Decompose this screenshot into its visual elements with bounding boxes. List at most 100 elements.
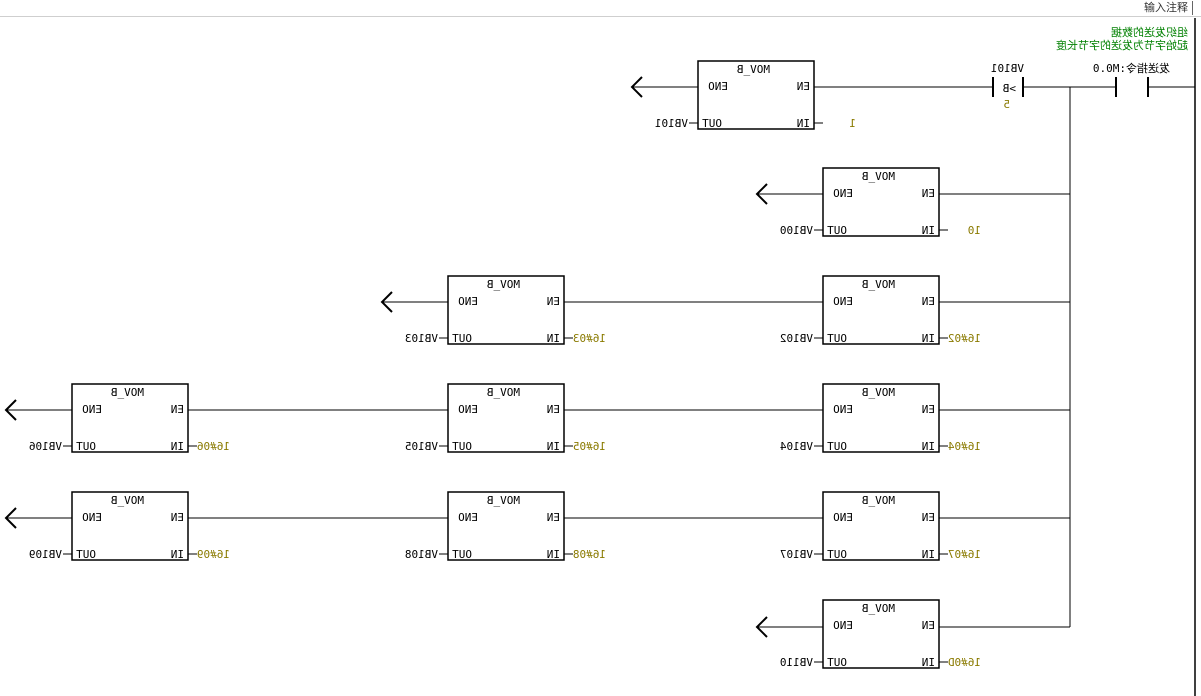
output-address: VB103: [405, 332, 438, 345]
block-box: [822, 599, 940, 669]
input-value: 16#06: [197, 440, 230, 453]
comment-input-field[interactable]: 输入注释: [1144, 1, 1193, 15]
block-box: [71, 383, 189, 453]
in-pin-label: IN: [547, 332, 560, 345]
block-type-label: MOV_B: [487, 278, 520, 291]
out-pin-label: OUT: [76, 548, 96, 561]
contact-label: 发送指令:M0.0: [1093, 61, 1170, 75]
block-box: [822, 167, 940, 237]
block-box: [447, 383, 565, 453]
eno-pin-label: ENO: [833, 403, 853, 416]
arrow-icon: [4, 399, 72, 421]
input-value: 16#09: [197, 548, 230, 561]
compare-right-operand: 5: [1003, 98, 1010, 111]
out-pin-label: OUT: [702, 117, 722, 130]
out-pin-label: OUT: [827, 332, 847, 345]
en-pin-label: EN: [171, 403, 184, 416]
block-box: [447, 275, 565, 345]
eno-pin-label: ENO: [708, 80, 728, 93]
arrow-head: [755, 616, 768, 638]
block-type-label: MOV_B: [862, 278, 895, 291]
block-type-label: MOV_B: [862, 386, 895, 399]
network-comment-line2: 起始字节为发送的字节长度: [1056, 38, 1188, 52]
input-value: 16#0D: [948, 656, 981, 669]
block-box: [447, 491, 565, 561]
compare-left-operand: VB101: [991, 62, 1024, 75]
in-pin-label: IN: [922, 548, 935, 561]
eno-pin-label: ENO: [82, 403, 102, 416]
in-pin-label: IN: [922, 656, 935, 669]
compare-contact[interactable]: VB101 >B 5: [991, 62, 1024, 111]
en-pin-label: EN: [547, 403, 560, 416]
out-pin-label: OUT: [827, 656, 847, 669]
mov-b-block-10[interactable]: MOV_B EN ENO IN OUT 16#0D VB110: [780, 599, 981, 669]
block-box: [822, 491, 940, 561]
en-pin-label: EN: [547, 295, 560, 308]
output-address: VB109: [29, 548, 62, 561]
block-type-label: MOV_B: [487, 386, 520, 399]
out-pin-label: OUT: [452, 332, 472, 345]
input-value: 16#04: [948, 440, 981, 453]
arrow-icon: [380, 291, 448, 313]
en-pin-label: EN: [171, 511, 184, 524]
in-pin-label: IN: [547, 548, 560, 561]
contact-send-command[interactable]: 发送指令:M0.0: [1093, 61, 1170, 97]
block-type-label: MOV_B: [111, 494, 144, 507]
en-pin-label: EN: [922, 295, 935, 308]
in-pin-label: IN: [922, 332, 935, 345]
arrow-head: [4, 507, 17, 529]
en-pin-label: EN: [547, 511, 560, 524]
out-pin-label: OUT: [452, 440, 472, 453]
output-address: VB110: [780, 656, 813, 669]
output-address: VB104: [780, 440, 813, 453]
block-type-label: MOV_B: [111, 386, 144, 399]
arrow-head: [380, 291, 393, 313]
compare-operator: >B: [1002, 82, 1016, 95]
input-value: 10: [968, 224, 981, 237]
eno-pin-label: ENO: [458, 403, 478, 416]
output-address: VB100: [780, 224, 813, 237]
arrow-icon: [4, 507, 72, 529]
eno-pin-label: ENO: [82, 511, 102, 524]
en-pin-label: EN: [797, 80, 810, 93]
arrow-icon: [755, 183, 823, 205]
block-type-label: MOV_B: [862, 170, 895, 183]
out-pin-label: OUT: [452, 548, 472, 561]
out-pin-label: OUT: [827, 440, 847, 453]
eno-pin-label: ENO: [833, 187, 853, 200]
eno-pin-label: ENO: [833, 619, 853, 632]
en-pin-label: EN: [922, 403, 935, 416]
block-box: [71, 491, 189, 561]
input-value: 16#07: [948, 548, 981, 561]
out-pin-label: OUT: [827, 548, 847, 561]
output-address: VB107: [780, 548, 813, 561]
en-pin-label: EN: [922, 187, 935, 200]
en-pin-label: EN: [922, 619, 935, 632]
input-value: 16#05: [573, 440, 606, 453]
arrow-icon: [755, 616, 823, 638]
output-address: VB105: [405, 440, 438, 453]
output-address: VB102: [780, 332, 813, 345]
output-address: VB108: [405, 548, 438, 561]
in-pin-label: IN: [922, 224, 935, 237]
in-pin-label: IN: [797, 117, 810, 130]
arrow-head: [755, 183, 768, 205]
out-pin-label: OUT: [76, 440, 96, 453]
en-pin-label: EN: [922, 511, 935, 524]
eno-pin-label: ENO: [458, 511, 478, 524]
in-pin-label: IN: [171, 440, 184, 453]
arrow-icon: [630, 76, 698, 98]
block-type-label: MOV_B: [862, 602, 895, 615]
block-type-label: MOV_B: [737, 63, 770, 76]
